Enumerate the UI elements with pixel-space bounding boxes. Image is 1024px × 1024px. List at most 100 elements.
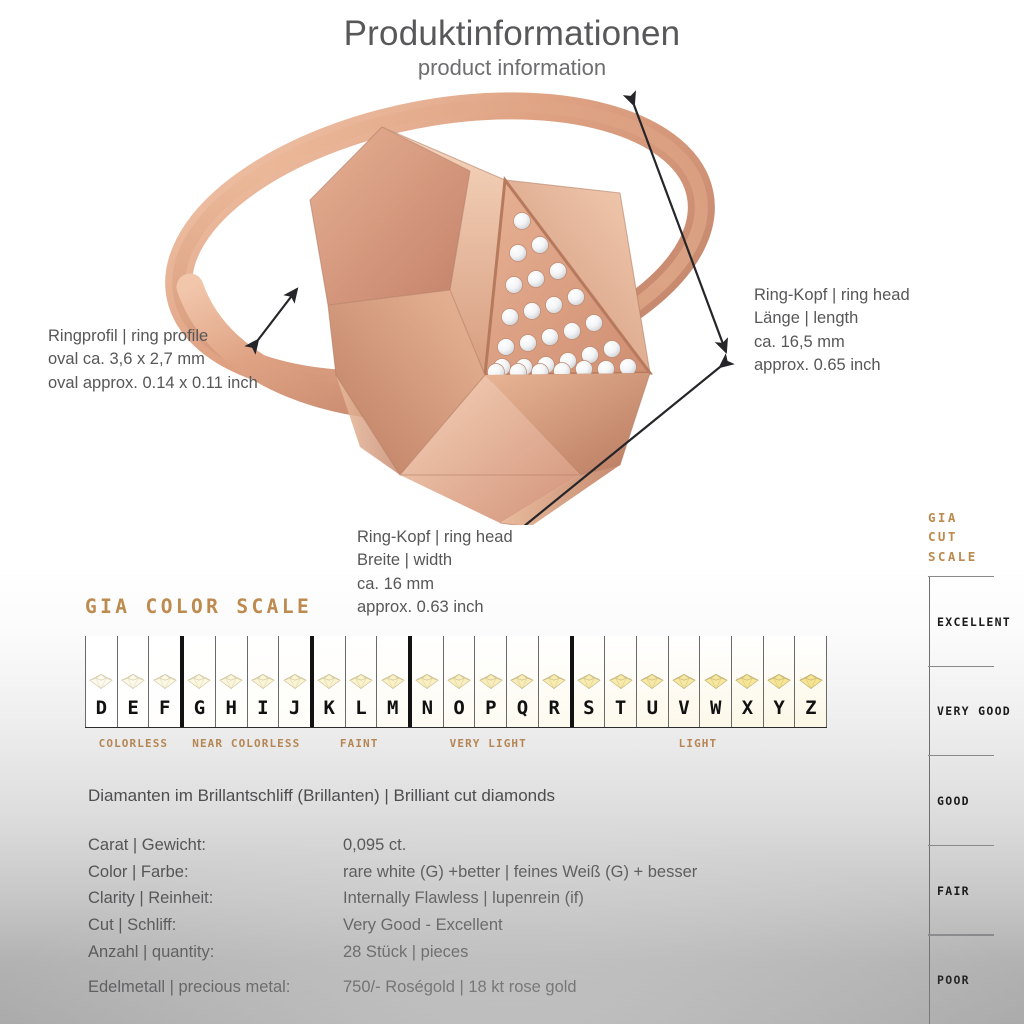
spec-key-2: Clarity | Reinheit:: [88, 889, 214, 908]
color-grade-letter-Q: Q: [516, 697, 529, 719]
color-grade-cell-S: S: [571, 636, 606, 727]
cut-grade-label-very-good: VERY GOOD: [937, 704, 1012, 719]
precious-metal-row: Edelmetall | precious metal: 750/- Roség…: [88, 978, 577, 997]
diamond-icon: [317, 673, 341, 690]
diamond-icon: [121, 673, 145, 690]
color-category-near-colorless: NEAR COLORLESS: [192, 737, 301, 750]
callout-ring-profile-line3: oval approx. 0.14 x 0.11 inch: [48, 373, 258, 392]
spec-row: Carat | Gewicht:0,095 ct.: [88, 832, 828, 859]
color-grade-cell-D: D: [85, 636, 118, 727]
color-grade-letter-W: W: [709, 697, 722, 719]
color-grade-letter-M: M: [386, 697, 399, 719]
spec-value-0: 0,095 ct.: [343, 836, 407, 854]
color-grade-cell-X: X: [732, 636, 764, 727]
cut-scale-title-line-2: SCALE: [928, 548, 978, 564]
cut-grade-label-poor: POOR: [937, 973, 970, 988]
color-grade-cell-W: W: [700, 636, 733, 727]
color-grade-letter-O: O: [453, 697, 465, 719]
page-header: Produktinformationen product information: [0, 14, 1024, 81]
callout-ring-head-width: Ring-Kopf | ring head Breite | width ca.…: [357, 526, 513, 620]
color-grade-letter-Z: Z: [805, 697, 817, 719]
color-category-colorless: COLORLESS: [98, 737, 169, 750]
spec-value-4: 28 Stück | pieces: [343, 942, 469, 961]
cut-grade-tick: [928, 844, 994, 847]
cut-grade-segment-fair: FAIR: [928, 844, 1024, 935]
color-grade-cell-U: U: [636, 636, 669, 727]
diamond-icon: [282, 673, 307, 690]
callout-width-line2: Breite | width: [357, 551, 453, 570]
gia-cut-scale-title: GIA CUT SCALE: [928, 508, 1024, 566]
diamond-icon: [187, 673, 212, 690]
callout-length-line1: Ring-Kopf | ring head: [754, 286, 910, 304]
callout-ring-profile-line1: Ringprofil | ring profile: [48, 327, 209, 345]
spec-row: Color | Farbe:rare white (G) +better | f…: [88, 859, 828, 886]
color-grade-cell-F: F: [149, 636, 183, 727]
color-grade-letter-P: P: [485, 697, 497, 719]
cut-grade-tick: [928, 665, 994, 667]
color-grade-letter-T: T: [614, 697, 627, 719]
color-grade-letter-N: N: [421, 697, 434, 719]
specs-headline: Diamanten im Brillantschliff (Brillanten…: [88, 786, 556, 805]
cut-grade-segment-poor: POOR: [928, 934, 1024, 1024]
cut-scale-axis: [929, 576, 931, 1024]
color-grade-letter-R: R: [548, 697, 560, 719]
color-grade-cell-H: H: [215, 636, 248, 727]
color-grade-letter-E: E: [127, 697, 139, 719]
callout-ring-profile-line2: oval ca. 3,6 x 2,7 mm: [48, 350, 205, 369]
color-grade-letter-K: K: [323, 697, 335, 719]
color-grade-letter-I: I: [257, 697, 269, 719]
diamond-icon: [608, 673, 633, 690]
color-grade-cell-Z: Z: [795, 636, 828, 727]
color-category-light: LIGHT: [678, 737, 718, 750]
spec-row: Clarity | Reinheit: Internally Flawless |…: [88, 885, 828, 912]
color-category-faint: FAINT: [339, 737, 379, 750]
diamond-icon: [577, 673, 601, 690]
cut-grade-tick: [928, 934, 994, 936]
color-grade-cell-V: V: [668, 636, 701, 727]
spec-row: Cut | Schliff:Very Good - Excellent: [88, 912, 828, 939]
cut-scale-title-line-1: CUT: [928, 529, 958, 545]
callout-ring-profile: Ringprofil | ring profile oval ca. 3,6 x…: [48, 325, 258, 395]
color-grade-cell-O: O: [443, 636, 476, 727]
cut-grade-tick: [928, 755, 994, 757]
color-grade-cell-Y: Y: [763, 636, 796, 727]
color-grade-cell-M: M: [377, 636, 411, 727]
diamond-icon: [153, 673, 177, 690]
color-grade-letter-J: J: [288, 697, 301, 719]
color-grade-letter-X: X: [741, 697, 754, 719]
color-grade-letter-V: V: [678, 697, 690, 719]
product-ring-image: [150, 75, 830, 528]
cut-grade-label-fair: FAIR: [937, 883, 970, 898]
color-grade-cell-K: K: [311, 636, 346, 727]
spec-value-2: Internally Flawless | lupenrein (if): [343, 889, 584, 908]
dimension-arrows: [244, 90, 735, 525]
color-grade-letter-D: D: [95, 697, 108, 719]
callout-length-line3: ca. 16,5 mm: [754, 332, 845, 351]
spec-key-4: Anzahl | quantity:: [88, 942, 215, 961]
cut-scale-title-line-0: GIA: [928, 510, 958, 525]
color-grade-cell-L: L: [345, 636, 378, 727]
spec-key-3: Cut | Schliff:: [88, 916, 177, 935]
arrow-ring-profile: [244, 287, 299, 355]
color-grade-letter-U: U: [646, 697, 659, 719]
cut-grade-label-excellent: EXCELLENT: [937, 614, 1012, 629]
precious-metal-value: 750/- Roségold | 18 kt rose gold: [343, 978, 577, 996]
color-grade-cell-N: N: [410, 636, 444, 727]
page-title: Produktinformationen: [343, 14, 681, 53]
color-category-very-light: VERY LIGHT: [449, 737, 527, 750]
diamond-icon: [640, 673, 664, 690]
diamond-icon: [542, 673, 566, 690]
color-grade-letter-G: G: [193, 697, 206, 719]
color-grade-cell-J: J: [279, 636, 312, 727]
diamond-icon: [767, 673, 791, 690]
diamond-icon: [349, 673, 373, 690]
diamond-icon: [479, 673, 503, 690]
diamond-icon: [89, 673, 113, 690]
gia-color-scale-title: GIA COLOR SCALE: [85, 595, 313, 618]
callout-width-line4: approx. 0.63 inch: [357, 598, 484, 617]
color-grade-letter-S: S: [583, 697, 595, 719]
gia-color-category-row: COLORLESS NEAR COLORLESS FAINT VERY LIGHT LI…: [85, 737, 827, 767]
